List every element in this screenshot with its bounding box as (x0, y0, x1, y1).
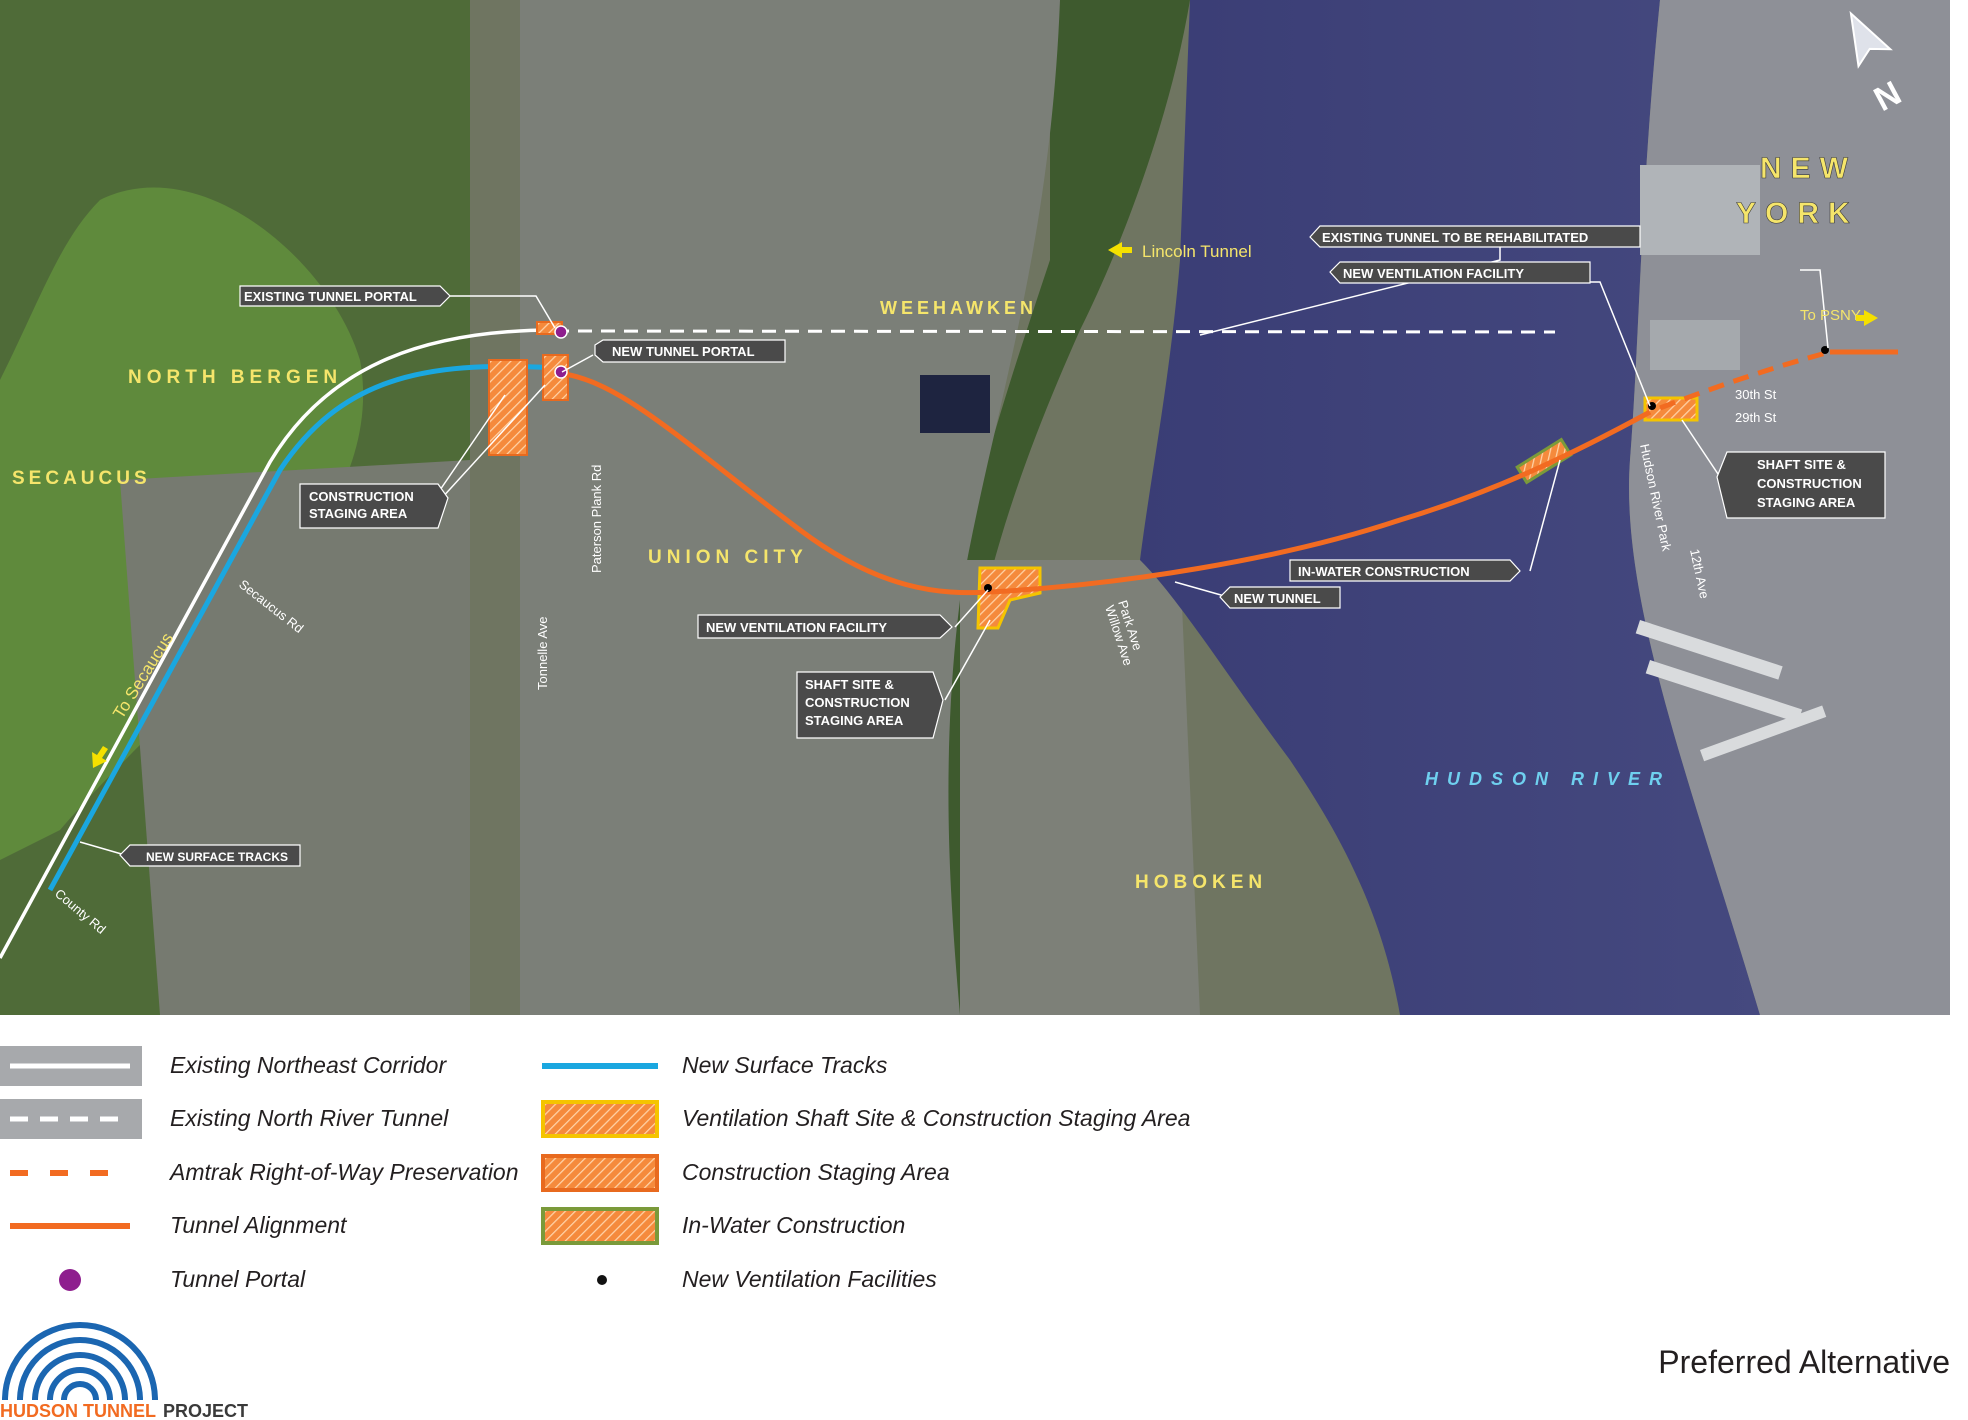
legend-swatch-new-surface-tracks (542, 1063, 658, 1069)
map: N NEW YORK WEEHAWKEN NORTH BERGEN SECAUC… (0, 0, 1950, 1015)
amtrak-row-line (1659, 349, 1831, 411)
svg-text:CONSTRUCTION: CONSTRUCTION (309, 489, 414, 504)
callout-new-ventilation-facility-ny: NEW VENTILATION FACILITY (1329, 261, 1591, 284)
leader-lines (79, 245, 1829, 856)
label-union-city: UNION CITY (648, 547, 808, 568)
pier (1700, 705, 1827, 762)
hudson-river (1140, 0, 1760, 1015)
svg-text:NEW VENTILATION FACILITY: NEW VENTILATION FACILITY (706, 620, 887, 635)
pier (1645, 660, 1803, 723)
callout-shaft-site-ny: SHAFT SITE & CONSTRUCTION STAGING AREA (1716, 451, 1886, 519)
legend-label: Construction Staging Area (682, 1159, 950, 1185)
label-hudson-river: HUDSON RIVER (1425, 769, 1671, 789)
rail-yard (1640, 165, 1760, 255)
svg-text:STAGING AREA: STAGING AREA (805, 713, 904, 728)
callout-new-surface-tracks: NEW SURFACE TRACKS (119, 844, 301, 867)
callout-shaft-site-nj: SHAFT SITE & CONSTRUCTION STAGING AREA (796, 671, 944, 739)
legend-label: Existing Northeast Corridor (170, 1052, 447, 1078)
legend-label: In-Water Construction (682, 1212, 906, 1238)
label-hoboken: HOBOKEN (1135, 872, 1267, 893)
callout-existing-tunnel-portal: EXISTING TUNNEL PORTAL (239, 285, 451, 307)
svg-text:NEW VENTILATION FACILITY: NEW VENTILATION FACILITY (1343, 266, 1524, 281)
legend-label: New Surface Tracks (682, 1052, 888, 1078)
legend-label: Amtrak Right-of-Way Preservation (170, 1159, 519, 1185)
label-weehawken: WEEHAWKEN (880, 298, 1037, 318)
pointer-to-psny: To PSNY (1800, 307, 1878, 326)
legend-swatch-new-ventilation-facilities (597, 1275, 607, 1285)
svg-text:CONSTRUCTION: CONSTRUCTION (1757, 476, 1862, 491)
north-arrow (1849, 10, 1893, 69)
svg-text:NEW TUNNEL PORTAL: NEW TUNNEL PORTAL (612, 344, 755, 359)
street-tonnelle-ave: Tonnelle Ave (535, 617, 550, 691)
legend-swatch-construction-staging-area (541, 1154, 659, 1192)
label-york: YORK (1736, 197, 1859, 230)
label-new: NEW (1760, 152, 1857, 185)
svg-text:IN-WATER CONSTRUCTION: IN-WATER CONSTRUCTION (1298, 564, 1470, 579)
street-30th-st: 30th St (1735, 387, 1777, 402)
legend-label: Tunnel Alignment (170, 1212, 347, 1238)
tunnel-portal-new (554, 365, 568, 379)
svg-text:EXISTING TUNNEL TO BE REHABILI: EXISTING TUNNEL TO BE REHABILITATED (1322, 230, 1588, 245)
legend-label: Ventilation Shaft Site & Construction St… (682, 1105, 1191, 1131)
pier (1635, 620, 1783, 680)
map-caption: Preferred Alternative (1658, 1344, 1950, 1380)
svg-text:NEW SURFACE TRACKS: NEW SURFACE TRACKS (146, 850, 288, 864)
callout-new-tunnel: NEW TUNNEL (1219, 586, 1341, 609)
callout-construction-staging-area: CONSTRUCTION STAGING AREA (299, 483, 449, 529)
arrow-to-secaucus (92, 746, 108, 768)
ventilation-dot-nj (984, 584, 992, 592)
label-north-bergen: NORTH BERGEN (128, 367, 342, 388)
legend-swatch-tunnel-alignment (10, 1223, 130, 1229)
hudson-tunnel-project-logo: HUDSON TUNNEL PROJECT (0, 1322, 248, 1420)
street-paterson-plank-rd: Paterson Plank Rd (589, 465, 604, 573)
svg-text:STAGING AREA: STAGING AREA (1757, 495, 1856, 510)
svg-text:SHAFT SITE &: SHAFT SITE & (805, 677, 894, 692)
logo-word-hudson-tunnel: HUDSON TUNNEL (0, 1401, 156, 1420)
legend-label: Tunnel Portal (170, 1266, 306, 1292)
svg-text:To PSNY: To PSNY (1800, 307, 1861, 324)
svg-text:STAGING AREA: STAGING AREA (309, 506, 408, 521)
legend-label: Existing North River Tunnel (170, 1105, 449, 1131)
pointer-lincoln-tunnel: Lincoln Tunnel (1108, 242, 1252, 261)
svg-text:EXISTING TUNNEL PORTAL: EXISTING TUNNEL PORTAL (244, 289, 417, 304)
existing-northeast-corridor-line (0, 328, 556, 959)
svg-text:Lincoln Tunnel: Lincoln Tunnel (1142, 242, 1252, 261)
reservoir (920, 375, 990, 433)
legend-swatch-in-water-construction (541, 1207, 659, 1245)
rail-yard (1650, 320, 1740, 370)
legend-swatch-amtrak-row (10, 1170, 130, 1176)
shaft-site-ny (1643, 396, 1699, 422)
ventilation-dot-psny (1821, 346, 1829, 354)
tunnel-alignment-line (557, 370, 1652, 596)
logo-word-project: PROJECT (163, 1401, 248, 1420)
legend-swatch-tunnel-portal (59, 1269, 81, 1291)
callout-existing-tunnel-rehab: EXISTING TUNNEL TO BE REHABILITATED (1309, 225, 1641, 248)
street-29th-st: 29th St (1735, 410, 1777, 425)
legend-label: New Ventilation Facilities (682, 1266, 937, 1292)
svg-text:CONSTRUCTION: CONSTRUCTION (805, 695, 910, 710)
existing-north-river-tunnel-line (554, 329, 1556, 334)
legend-swatch-existing-northeast-corridor (0, 1046, 142, 1086)
urban-core (520, 0, 1060, 1015)
callout-in-water-construction: IN-WATER CONSTRUCTION (1289, 559, 1521, 582)
tunnel-portal-existing (554, 325, 568, 339)
legend-swatch-ventilation-shaft-site (541, 1100, 659, 1138)
svg-text:SHAFT SITE &: SHAFT SITE & (1757, 457, 1846, 472)
shaft-site-nj (976, 566, 1042, 630)
industrial-west (120, 460, 470, 1015)
callout-new-ventilation-facility-nj: NEW VENTILATION FACILITY (697, 614, 953, 639)
label-secaucus: SECAUCUS (12, 468, 151, 489)
legend-swatch-existing-north-river-tunnel (0, 1099, 142, 1139)
callout-new-tunnel-portal: NEW TUNNEL PORTAL (594, 339, 786, 363)
svg-text:NEW TUNNEL: NEW TUNNEL (1234, 591, 1321, 606)
hoboken-urban (960, 560, 1200, 1015)
